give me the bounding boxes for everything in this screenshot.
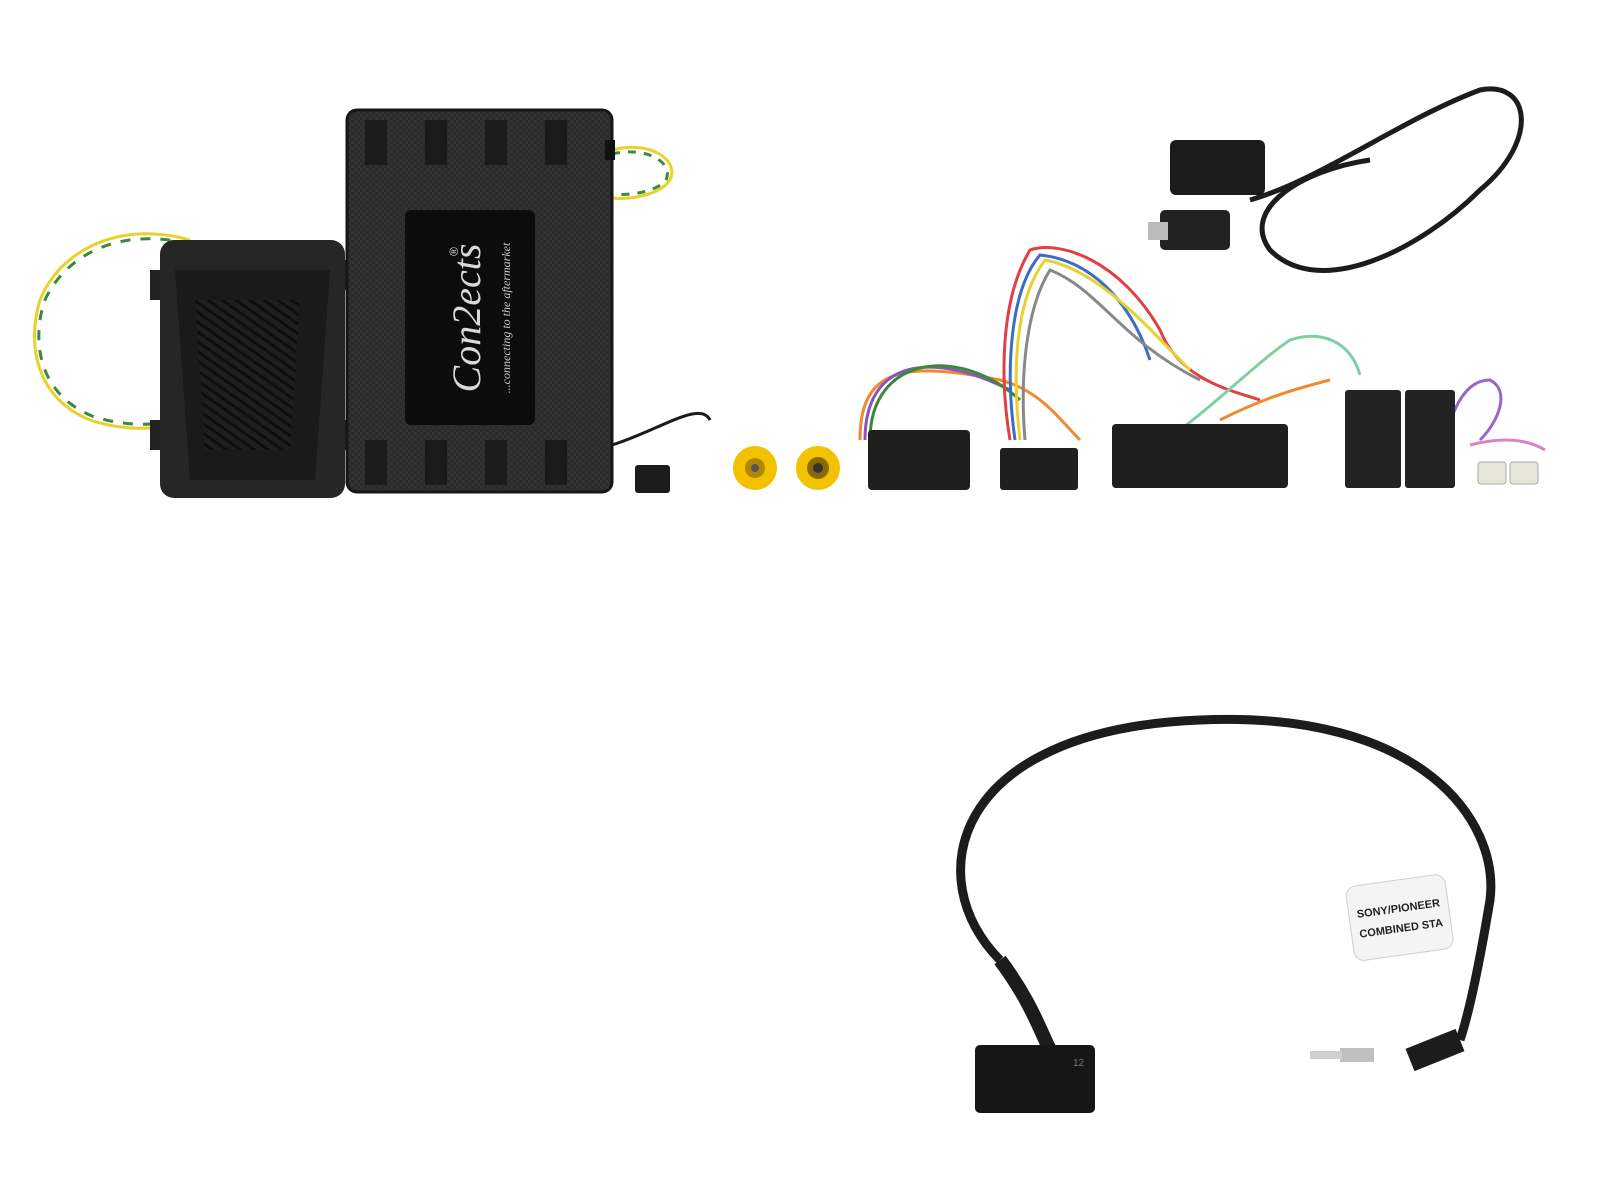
interface-module: Con2ects ® ...connecting to the aftermar… — [345, 108, 615, 494]
rca-connector-2 — [796, 446, 840, 490]
twisted-wire-left — [32, 232, 191, 430]
twisted-wire-top — [611, 145, 674, 200]
harness-plug-2 — [1000, 448, 1078, 490]
spade-connector-2 — [1509, 461, 1539, 485]
spade-connector-1 — [1477, 461, 1507, 485]
iso-connector-2 — [1405, 390, 1455, 488]
usb-cable — [1148, 86, 1524, 273]
rca-connector-1 — [733, 446, 777, 490]
connector-pin-label: 12 — [1073, 1058, 1085, 1069]
harness-plug-1 — [868, 430, 970, 490]
brand-registered: ® — [447, 247, 461, 256]
steering-control-lead: 12 SONY/PIONEER COMBINED STA — [956, 714, 1496, 1113]
iso-connector-1 — [1345, 390, 1401, 488]
auxiliary-module — [150, 240, 350, 498]
brand-logo: Con2ects — [444, 244, 489, 393]
brand-tagline: ...connecting to the aftermarket — [499, 242, 513, 393]
harness-plug-3 — [1112, 424, 1288, 488]
mini-connector — [635, 465, 670, 493]
